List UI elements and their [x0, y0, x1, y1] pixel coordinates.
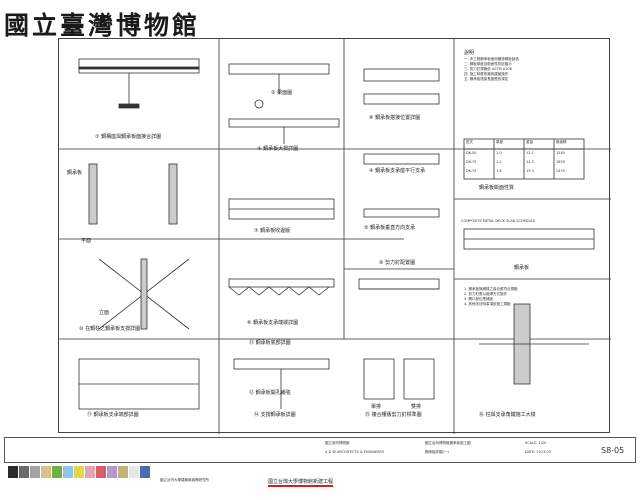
table-cell: DK-50 [466, 151, 477, 155]
table-cell: 19.3 [526, 169, 534, 173]
color-swatch [19, 466, 29, 478]
caption-d2: ② 梁面圖 [271, 90, 293, 96]
table-cell: 1.2 [496, 160, 502, 164]
caption-d4: ④ 鋼承板支承座平行支承 [369, 168, 426, 174]
caption-d8: ⑧ 鋼承板搭接位置詳圖 [369, 115, 421, 121]
color-swatch [129, 466, 139, 478]
notes-body: 一. 本工程鋼承板使用鍍鋅鋼板製造 二. 鋼板厚度及斷面性質依圖示 三. 剪力釘… [464, 57, 519, 81]
table-cell: 1540 [556, 151, 565, 155]
composite-schedule-title: COMPOSITE METAL DECK SLAB SCHEDULE [461, 219, 536, 223]
color-swatch [96, 466, 106, 478]
title-block-scale: SCALE: 1/20 [525, 441, 547, 445]
color-swatch [107, 466, 117, 478]
table-head: 厚度 [496, 140, 503, 144]
label-plan: 平面 [81, 238, 92, 244]
museum-name: 國立臺灣博物館 [4, 11, 201, 40]
caption-d10: ⑩ 在鋼柱之鋼承板支撐詳圖 [79, 326, 141, 332]
table-head: 斷面積 [556, 140, 567, 144]
label-section: 立面 [99, 310, 110, 316]
caption-d14: ⑭ 支撐鋼承板詳圖 [254, 412, 296, 418]
table-cell: 1.0 [496, 151, 502, 155]
color-calibration-strip [8, 466, 150, 478]
table-cell: DK-75 [466, 160, 477, 164]
drawing-sheet: ① 鋼構座與鋼承板面接合詳圖 ② 梁面圖 ③ 鋼承板大樑詳圖 ④ 鋼承板支承座平… [58, 38, 611, 434]
caption-d7: ⑦ 鋼承板收邊版 [254, 228, 291, 234]
table-cell: 1.6 [496, 169, 502, 173]
color-swatch [52, 466, 62, 478]
table-cell: 1850 [556, 160, 565, 164]
notes-right: 1. 鋼承板與鋼樑之接合應符合規範 2. 剪力釘應以熔焊方式施作 3. 開口部位… [464, 287, 518, 306]
color-swatch [85, 466, 95, 478]
table-head: 重量 [526, 140, 533, 144]
title-block-project: 國立台灣博物館鋼承板施工圖 [425, 441, 471, 445]
table-cell: DK-75 [466, 169, 477, 173]
label-single: 單排 [371, 404, 382, 410]
caption-d9: ⑨ 剪力釘配置圖 [379, 260, 416, 266]
title-block-date: DATE: 2013.05 [525, 450, 551, 454]
caption-d3: ③ 鋼承板大樑詳圖 [257, 146, 299, 152]
color-swatch [118, 466, 128, 478]
caption-d17: 鋼承板斷面性質 [479, 185, 515, 191]
table-cell: 12.1 [526, 151, 534, 155]
caption-d12: ⑫ 鋼承板開孔補強 [249, 390, 291, 396]
sheet-number: S8-05 [601, 446, 625, 455]
color-swatch [8, 466, 18, 478]
caption-d5: ⑤ 鋼承板垂直方向支承 [364, 225, 416, 231]
caption-d6: ⑥ 鋼承板支承端縱詳圖 [247, 320, 299, 326]
title-block-architect: A & W ARCHITECTS & ENGINEERS [325, 450, 385, 454]
label-double: 雙排 [411, 404, 422, 410]
section-property-table: 型式 厚度 重量 斷面積 DK-50 1.0 12.1 1540 DK-75 1… [464, 139, 584, 179]
title-block-drawing-title: 鋼承板詳圖(一) [425, 450, 449, 454]
footer-sticker: 國立台灣大學博物館新建工程 [268, 479, 334, 487]
caption-d16: ⑯ 柱與支承角鐵施工大樣 [479, 412, 536, 418]
footer-small-label: 國立台灣大學建築與城鄉研究所 [160, 478, 209, 482]
color-swatch [30, 466, 40, 478]
caption-d1: ① 鋼構座與鋼承板面接合詳圖 [95, 134, 162, 140]
title-block-client: 國立臺灣博物館 [325, 441, 350, 445]
notes-title: 說明 [464, 50, 475, 56]
caption-d15: ⑮ 複合樓版剪力釘標準圖 [365, 412, 422, 418]
caption-d13: ⑬ 鋼承板底部詳圖 [249, 340, 291, 346]
table-head: 型式 [466, 140, 473, 144]
drawing-lines [59, 39, 611, 434]
color-swatch [140, 466, 150, 478]
color-swatch [63, 466, 73, 478]
caption-d18: 鋼承板 [514, 265, 530, 271]
caption-d11: ⑪ 鋼承板支承端部詳圖 [87, 412, 139, 418]
title-block: 國立臺灣博物館 A & W ARCHITECTS & ENGINEERS 國立台… [4, 437, 636, 463]
color-swatch [41, 466, 51, 478]
table-cell: 2470 [556, 169, 565, 173]
label-steel-deck: 鋼承板 [67, 170, 83, 176]
table-cell: 14.5 [526, 160, 534, 164]
color-swatch [74, 466, 84, 478]
